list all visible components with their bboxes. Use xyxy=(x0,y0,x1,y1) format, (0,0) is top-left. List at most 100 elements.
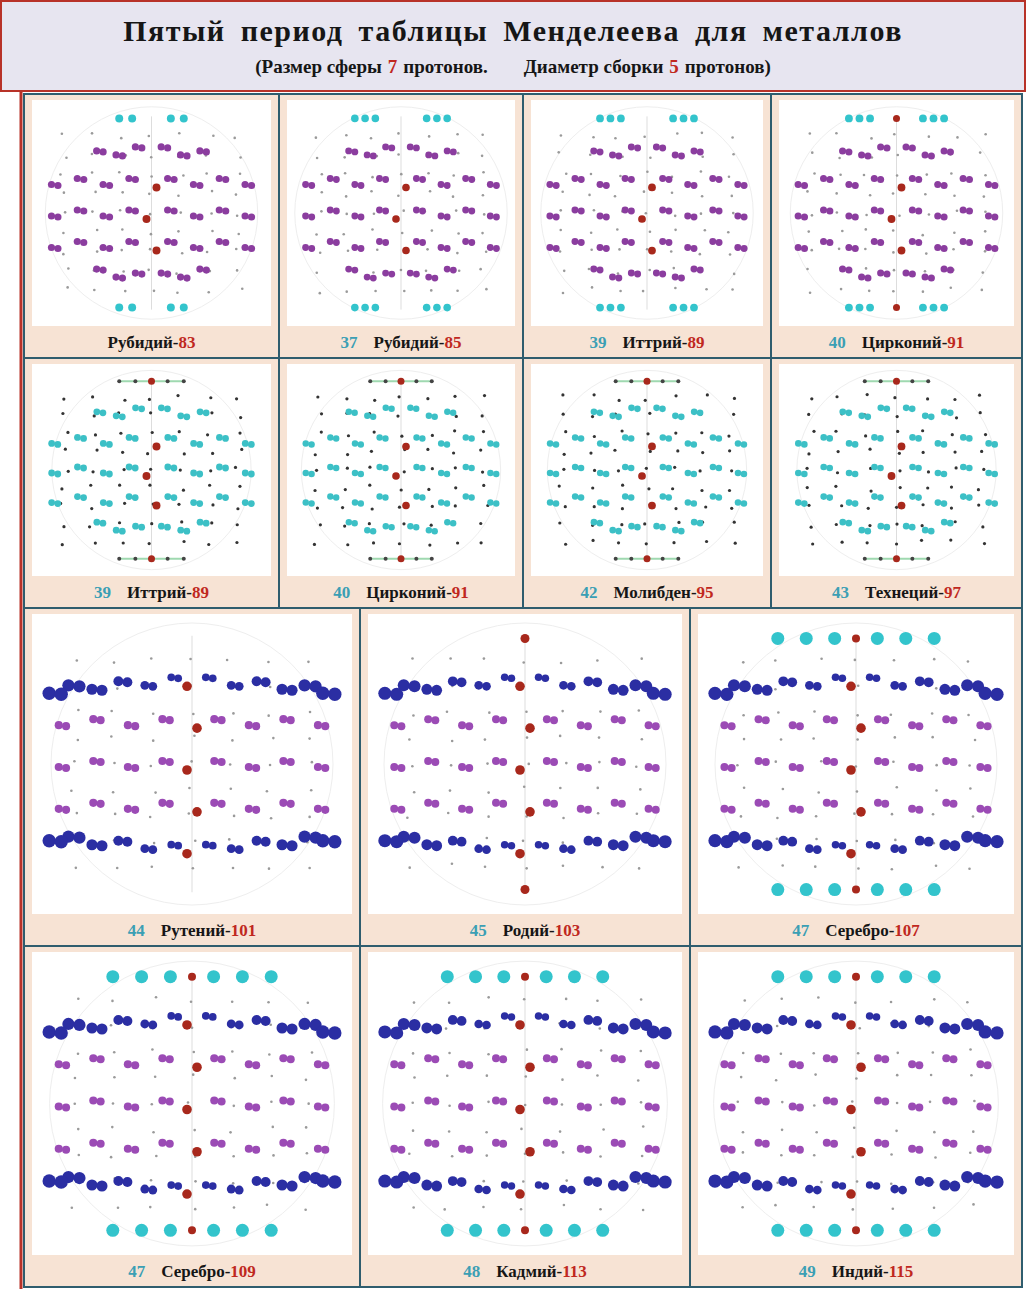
particle xyxy=(444,500,450,506)
particle xyxy=(164,144,171,151)
small-particle xyxy=(813,710,816,713)
small-particle xyxy=(893,269,896,272)
small-particle xyxy=(591,486,594,489)
particle xyxy=(985,470,992,477)
particle xyxy=(303,440,309,446)
particle xyxy=(985,181,992,188)
small-particle xyxy=(166,557,170,561)
particle xyxy=(852,182,859,189)
nucleus-particle xyxy=(143,472,151,480)
small-particle xyxy=(811,542,814,545)
particle xyxy=(314,1145,322,1153)
small-particle xyxy=(147,269,150,272)
small-particle xyxy=(443,1208,446,1211)
particle xyxy=(877,207,884,214)
small-particle xyxy=(411,657,414,660)
particle xyxy=(845,244,852,251)
particle xyxy=(645,763,653,771)
particle xyxy=(805,844,814,853)
particle xyxy=(438,499,444,505)
particle xyxy=(308,500,314,506)
small-particle xyxy=(597,812,600,815)
particle xyxy=(265,970,278,983)
particle xyxy=(942,715,950,723)
particle xyxy=(739,832,751,844)
particle xyxy=(691,409,698,416)
small-particle xyxy=(229,763,232,766)
small-particle xyxy=(427,488,430,491)
small-particle xyxy=(228,838,231,841)
small-particle xyxy=(601,866,604,869)
particle xyxy=(245,1060,253,1068)
small-particle xyxy=(66,431,69,434)
small-particle xyxy=(149,765,152,768)
small-particle xyxy=(732,212,735,215)
particle xyxy=(741,500,748,507)
small-particle xyxy=(839,174,842,177)
particle xyxy=(128,114,136,122)
particle xyxy=(553,471,560,478)
small-particle xyxy=(453,395,456,398)
small-particle xyxy=(456,252,459,255)
small-particle xyxy=(211,503,214,506)
particle xyxy=(397,806,405,814)
small-particle xyxy=(932,813,935,816)
particle xyxy=(327,464,333,470)
particle xyxy=(928,528,935,535)
particle xyxy=(390,721,398,729)
particle xyxy=(390,805,398,813)
small-particle xyxy=(560,1048,563,1051)
atom-panel xyxy=(279,94,523,358)
particle xyxy=(628,494,635,501)
particle xyxy=(376,493,382,499)
particle xyxy=(409,832,421,844)
particle xyxy=(468,435,474,441)
atom-panel xyxy=(771,358,1022,608)
particle xyxy=(578,465,585,472)
nucleus-particle xyxy=(893,115,900,122)
particle xyxy=(202,673,210,681)
particle xyxy=(80,494,87,501)
small-particle xyxy=(674,507,677,510)
particle xyxy=(680,115,688,123)
small-particle xyxy=(701,156,704,159)
small-particle xyxy=(110,735,113,738)
particle xyxy=(941,441,948,448)
small-particle xyxy=(642,290,645,293)
particle xyxy=(755,715,763,723)
particle xyxy=(444,409,450,415)
particle xyxy=(546,213,553,220)
small-particle xyxy=(520,1128,523,1131)
particle xyxy=(866,115,874,123)
particle xyxy=(164,238,171,245)
small-particle xyxy=(371,176,374,179)
small-particle xyxy=(855,840,858,843)
small-particle xyxy=(727,231,730,234)
particle xyxy=(728,722,736,730)
nucleus-particle xyxy=(525,723,535,733)
small-particle xyxy=(113,1051,116,1054)
particle xyxy=(241,244,248,251)
small-particle xyxy=(194,839,197,842)
small-particle xyxy=(727,435,730,438)
small-particle xyxy=(233,1206,236,1209)
particle xyxy=(883,144,890,151)
nucleus-particle xyxy=(893,555,900,562)
small-particle xyxy=(205,172,208,175)
small-particle xyxy=(892,192,895,195)
particle xyxy=(547,470,554,477)
small-particle xyxy=(347,434,350,437)
particle xyxy=(752,684,763,695)
small-particle xyxy=(372,541,375,544)
particle xyxy=(431,685,442,696)
small-particle xyxy=(984,210,987,213)
small-particle xyxy=(166,379,170,383)
small-particle xyxy=(598,736,601,739)
particle xyxy=(493,471,499,477)
small-particle xyxy=(448,1002,451,1005)
particle xyxy=(991,500,998,507)
small-particle xyxy=(368,522,371,525)
small-particle xyxy=(176,394,179,397)
small-particle xyxy=(817,791,820,794)
particle xyxy=(80,465,87,472)
